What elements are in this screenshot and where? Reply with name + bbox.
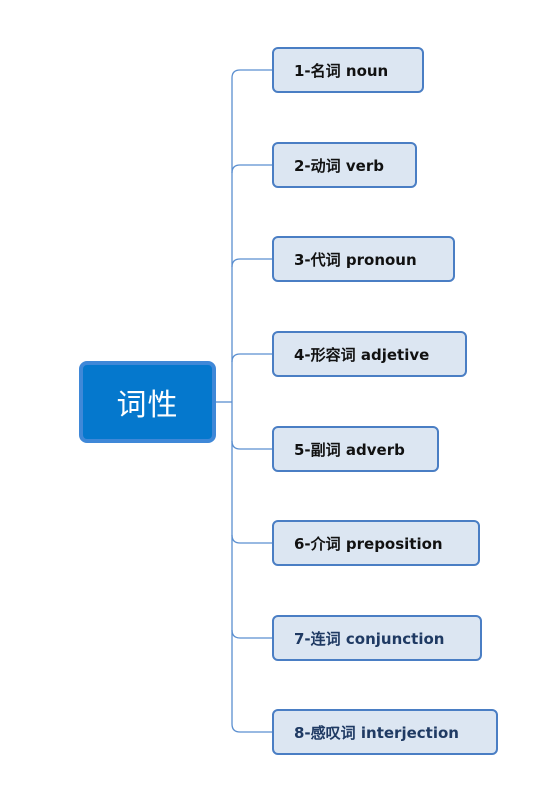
connector-branch-4 [231, 353, 272, 363]
child-node-noun[interactable]: 1-名词 noun [272, 47, 424, 93]
child-node-verb[interactable]: 2-动词 verb [272, 142, 417, 188]
child-node-interjection[interactable]: 8-感叹词 interjection [272, 709, 498, 755]
root-node[interactable]: 词性 [79, 361, 216, 443]
connector-branch-1 [231, 69, 272, 79]
child-node-adverb[interactable]: 5-副词 adverb [272, 426, 439, 472]
connector-branch-3 [231, 258, 272, 268]
connector-lines [216, 69, 272, 733]
child-node-adjetive[interactable]: 4-形容词 adjetive [272, 331, 467, 377]
child-node-pronoun[interactable]: 3-代词 pronoun [272, 236, 455, 282]
child-node-conjunction[interactable]: 7-连词 conjunction [272, 615, 482, 661]
child-node-preposition[interactable]: 6-介词 preposition [272, 520, 480, 566]
connector-branch-6 [231, 534, 272, 544]
connector-branch-5 [231, 440, 272, 450]
connector-branch-7 [231, 629, 272, 639]
connector-branch-2 [231, 164, 272, 174]
connector-branch-8 [231, 723, 272, 733]
